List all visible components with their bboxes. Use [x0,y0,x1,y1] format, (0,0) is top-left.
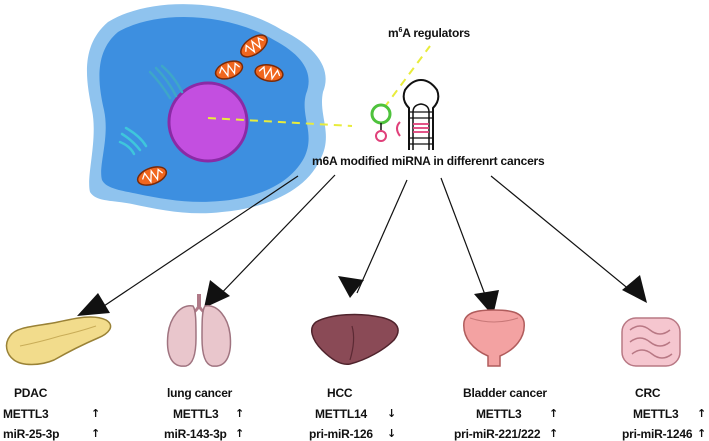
arrowhead-crc [622,275,647,303]
target-lung: miR-143-3p [164,427,227,441]
arrow-to-lung [211,174,336,304]
regulator-bladder: METTL3 [476,407,522,421]
golgi-apparatus [148,64,184,100]
regulator-pdac: METTL3 [3,407,49,421]
regulators-label-sup: 6 [398,27,403,34]
arrow-to-crc [490,175,637,296]
cell-illustration [86,4,326,214]
cancer-name-bladder: Bladder cancer [463,386,547,400]
target-dir-pdac: ↑ [91,427,101,440]
regulator-crc: METTL3 [633,407,679,421]
cancer-name-hcc: HCC [327,386,353,400]
regulator-lung: METTL3 [173,407,219,421]
target-pdac: miR-25-3p [3,427,60,441]
regulator-dir-hcc: ↓ [387,407,397,420]
target-dir-hcc: ↓ [387,427,397,440]
regulators-label: m6A regulators [388,26,470,40]
cancer-name-lung: lung cancer [167,386,233,400]
arrow-to-bladder [440,177,488,301]
target-dir-lung: ↑ [235,427,245,440]
intestine-icon [621,317,681,367]
arrowheads [77,275,647,316]
regulator-dir-lung: ↑ [235,407,245,420]
regulator-dir-crc: ↑ [697,407,707,420]
target-dir-crc: ↑ [697,427,707,440]
regulators-label-prefix: m [388,26,399,40]
arrow-to-pdac [97,175,299,311]
mitochondria [136,34,284,186]
regulators-label-suffix: A regulators [402,26,471,40]
arrow-to-hcc [356,179,408,294]
arrowhead-hcc [338,276,364,298]
target-dir-bladder: ↑ [549,427,559,440]
arrowhead-lung [204,280,230,308]
cancer-name-crc: CRC [635,386,661,400]
dashed-connectors [207,45,431,127]
bladder-icon [463,309,525,367]
mirna-hairpin-icon [370,78,440,150]
arrowhead-pdac [77,293,110,316]
nucleus [167,81,249,163]
regulator-hcc: METTL14 [315,407,367,421]
mirna-caption: m6A modified miRNA in differenrt cancers [312,154,545,168]
lungs-icon [166,294,232,367]
regulator-dir-bladder: ↑ [549,407,559,420]
liver-icon [311,313,399,366]
regulator-dir-pdac: ↑ [91,407,101,420]
endoplasmic-reticulum [118,126,148,156]
target-bladder: pri-miR-221/222 [454,427,541,441]
arrows [97,174,637,311]
cancer-name-pdac: PDAC [14,386,48,400]
target-hcc: pri-miR-126 [309,427,373,441]
target-crc: pri-miR-1246 [622,427,693,441]
pancreas-icon [5,316,112,366]
